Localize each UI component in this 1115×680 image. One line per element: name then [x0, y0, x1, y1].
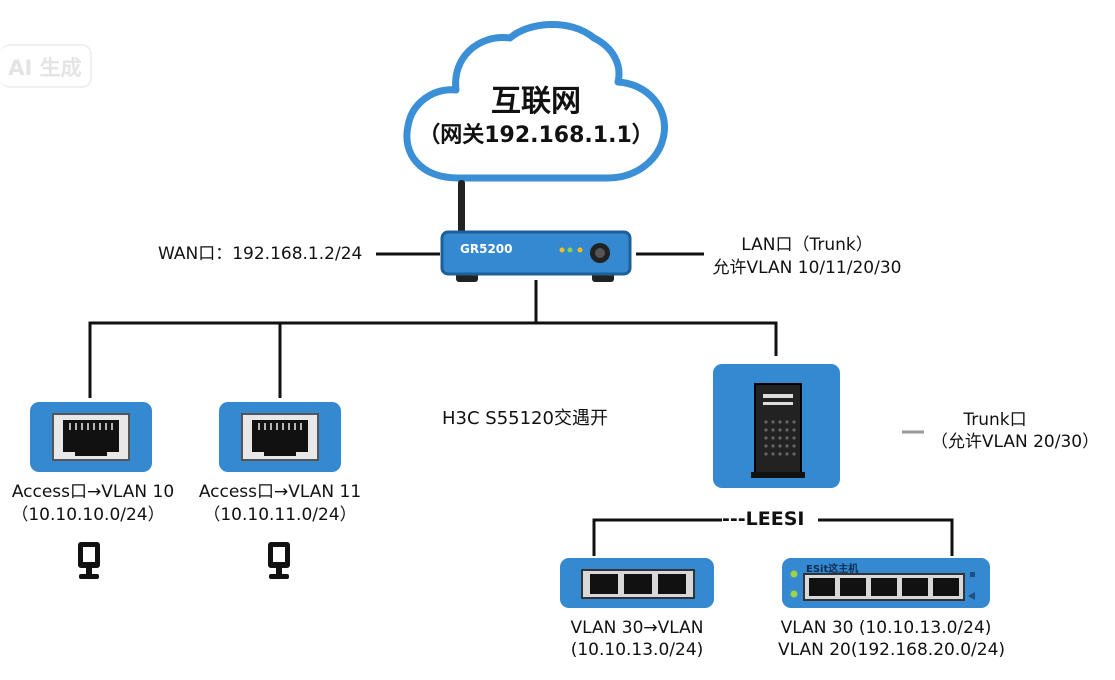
router-model-label: GR5200 — [460, 242, 513, 256]
lan-port-label: LAN口（Trunk） — [741, 235, 873, 255]
access-port-vlan10-label: Access口→VLAN 10 — [11, 482, 175, 502]
cloud-icon — [403, 21, 668, 182]
trunk-vlan-label: （允许VLAN 20/30） — [930, 432, 1100, 452]
lan-vlan-label: 允许VLAN 10/11/20/30 — [712, 258, 902, 278]
trunk-port-label: Trunk口 — [963, 410, 1027, 430]
switch-vlan30-subnet: (10.10.13.0/24) — [570, 640, 704, 660]
terminal-icon — [76, 540, 102, 586]
internet-cloud: 互联网 （网关192.168.1.1） — [400, 18, 672, 184]
switch-vlan30-label: VLAN 30→VLAN — [570, 618, 704, 638]
trunk-server — [713, 364, 840, 488]
switch-ports-icon — [581, 569, 695, 599]
switch-vlan20-subnet-label: VLAN 20(192.168.20.0/24) — [778, 640, 1006, 660]
access-port-vlan10-subnet: （10.10.10.0/24） — [11, 505, 165, 525]
internet-gateway: （网关192.168.1.1） — [418, 123, 654, 148]
access-port-vlan10 — [30, 402, 152, 472]
access-port-vlan11 — [219, 402, 341, 472]
terminal-icon — [266, 540, 292, 586]
ethernet-port-icon — [241, 413, 319, 461]
core-switch-label: H3C S55120交遇开 — [442, 408, 608, 429]
lower-switch-label: ---LEESI — [722, 508, 805, 530]
router-icon — [440, 180, 632, 282]
switch-badge: ESit这主机 — [806, 564, 859, 575]
router-gr5200: GR5200 — [440, 180, 632, 286]
access-port-vlan11-label: Access口→VLAN 11 — [198, 482, 362, 502]
switch-ports-icon — [790, 570, 975, 601]
switch-vlan20-30: ESit这主机 — [782, 558, 990, 608]
ethernet-port-icon — [52, 413, 130, 461]
ai-generated-watermark: AI 生成 — [0, 44, 92, 88]
internet-title: 互联网 — [491, 84, 581, 119]
wan-port-label: WAN口：192.168.1.2/24 — [158, 244, 363, 264]
switch-vlan30-subnet-label: VLAN 30 (10.10.13.0/24) — [780, 618, 992, 638]
server-icon — [751, 383, 805, 478]
switch-vlan30 — [560, 558, 714, 608]
access-port-vlan11-subnet: （10.10.11.0/24） — [203, 505, 357, 525]
